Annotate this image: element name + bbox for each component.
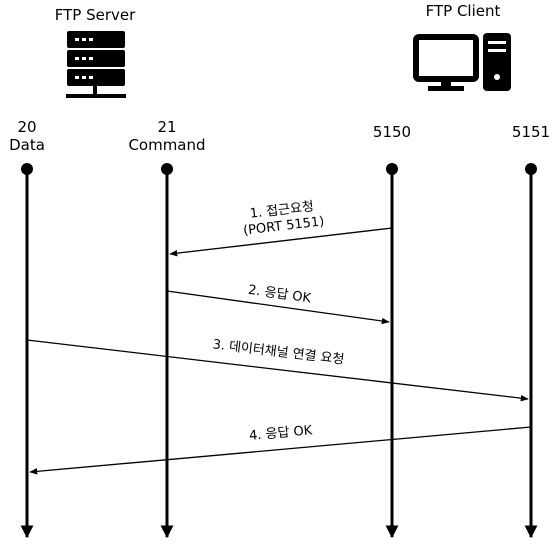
lane-port-5151: 5151 [512, 123, 550, 141]
message-2-label: 2. 응답 OK [247, 283, 312, 307]
message-1-label: 1. 접근요청 [249, 199, 315, 221]
lifeline-5150 [385, 163, 399, 539]
desktop-computer-icon [413, 33, 511, 91]
server-title: FTP Server [55, 6, 136, 24]
lane-role-data: Data [9, 136, 45, 154]
lane-port-5150: 5150 [373, 123, 411, 141]
message-4-arrow [29, 426, 532, 475]
client-title: FTP Client [426, 2, 501, 20]
lane-role-command: Command [128, 136, 205, 154]
message-4-label: 4. 응답 OK [248, 423, 313, 444]
lane-port-21: 21 [157, 118, 176, 136]
lane-port-20: 20 [17, 118, 36, 136]
message-2-arrow [166, 290, 390, 325]
message-3-label: 3. 데이터채널 연결 요청 [212, 337, 345, 367]
message-1-arrow [169, 227, 393, 257]
lifeline-21 [160, 163, 174, 539]
lifeline-5151 [524, 163, 538, 539]
message-3-arrow [26, 339, 529, 402]
server-rack-icon [66, 31, 126, 98]
lifeline-20 [20, 163, 34, 539]
